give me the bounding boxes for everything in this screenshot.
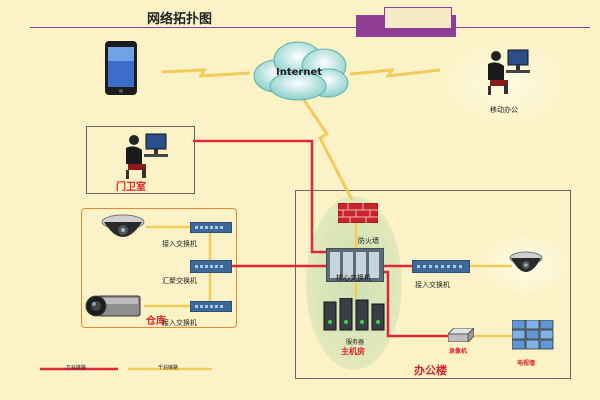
title-bar-cream-block bbox=[384, 7, 452, 29]
office-building-box bbox=[295, 190, 571, 379]
warehouse-label: 仓库 bbox=[146, 316, 166, 327]
aggregation-switch-label: 汇聚交换机 bbox=[162, 277, 197, 285]
recorder-icon bbox=[448, 328, 474, 342]
page-title: 网络拓扑图 bbox=[147, 12, 213, 27]
recorder-label: 录像机 bbox=[449, 348, 468, 355]
mobile-office-worker-icon bbox=[488, 49, 530, 95]
access-switch-1-icon bbox=[190, 222, 232, 233]
link-internet-mobile-office bbox=[349, 68, 441, 78]
link-internet-firewall bbox=[302, 99, 354, 201]
link-tablet-internet bbox=[161, 68, 251, 78]
access-switch-3-label: 接入交换机 bbox=[415, 281, 450, 289]
tablet-icon bbox=[105, 41, 137, 95]
server-label: 服务器 bbox=[346, 339, 365, 346]
office-building-label: 办公楼 bbox=[414, 364, 447, 377]
legend-red-label: 万兆链路 bbox=[66, 365, 87, 371]
warehouse-box bbox=[81, 208, 237, 328]
guard-room-box bbox=[86, 126, 195, 194]
access-switch-1-label: 接入交换机 bbox=[162, 240, 197, 248]
core-switch-icon bbox=[326, 248, 384, 282]
internet-label: Internet bbox=[276, 67, 323, 78]
access-switch-2-label: 接入交换机 bbox=[162, 319, 197, 327]
legend-yellow-label: 千兆链路 bbox=[158, 365, 179, 371]
firewall-label: 防火墙 bbox=[358, 237, 379, 245]
link-core-recorder bbox=[384, 270, 448, 338]
box-camera-icon bbox=[85, 295, 141, 317]
access-switch-2-icon bbox=[190, 301, 232, 312]
guard-room-label: 门卫室 bbox=[116, 182, 146, 193]
access-switch-3-icon bbox=[412, 260, 470, 273]
guard-room-worker-icon bbox=[126, 133, 168, 179]
mobile-office-label: 移动办公 bbox=[490, 106, 518, 114]
host-room-zone bbox=[306, 196, 402, 370]
dome-camera-icon bbox=[101, 214, 145, 237]
office-dome-camera-icon bbox=[509, 251, 543, 272]
server-rack-icon bbox=[323, 298, 385, 331]
aggregation-switch-icon bbox=[190, 260, 232, 273]
internet-cloud-icon bbox=[253, 41, 349, 101]
title-rule bbox=[30, 27, 590, 28]
firewall-icon bbox=[338, 203, 378, 223]
core-switch-label: 核心交换机 bbox=[336, 274, 371, 282]
host-room-label: 主机房 bbox=[341, 347, 365, 356]
link-guard-core bbox=[193, 139, 326, 254]
tv-wall-label: 电视墙 bbox=[517, 360, 536, 367]
tv-wall-icon bbox=[512, 320, 554, 350]
